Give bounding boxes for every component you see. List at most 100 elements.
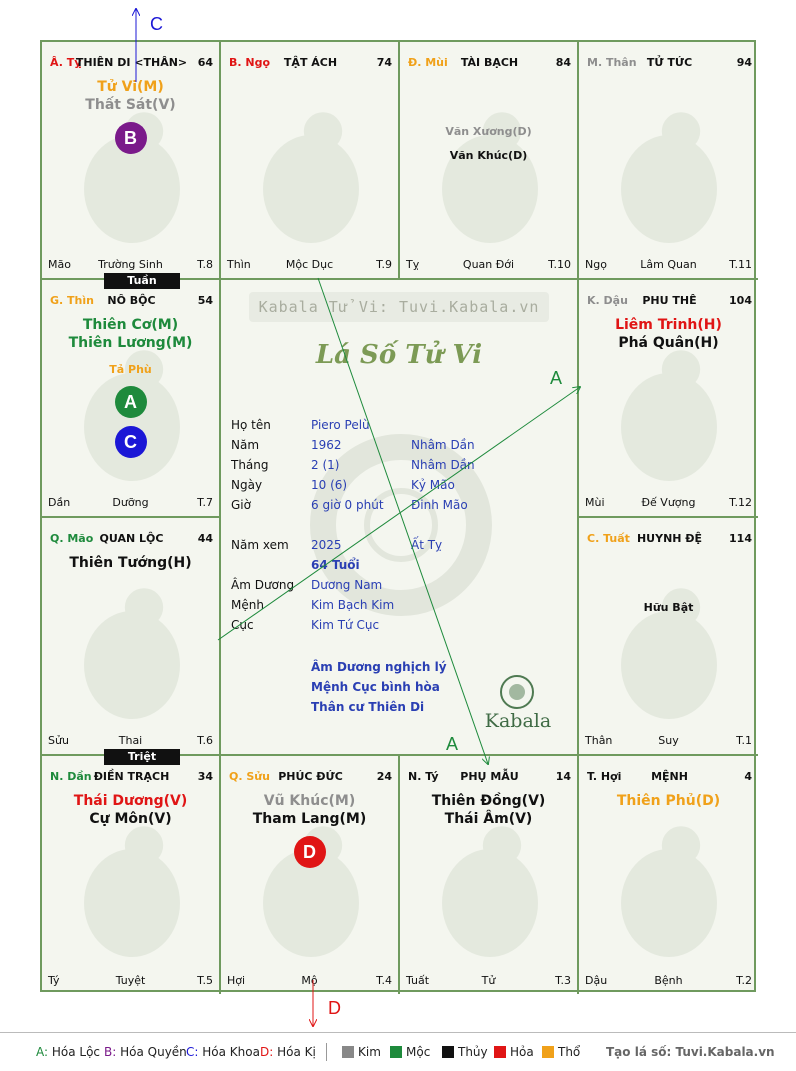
star-label: Phá Quân(H) xyxy=(618,335,719,351)
info-value: 1962 xyxy=(311,438,342,452)
palace-footer-stage: Tử xyxy=(481,974,496,987)
palace-name: HUYNH ĐỆ xyxy=(636,532,703,545)
kim-swatch-icon xyxy=(342,1046,354,1058)
rabbit-icon xyxy=(84,588,180,719)
watermark-text: Kabala Tử Vi: Tuvi.Kabala.vn xyxy=(258,298,540,316)
palace-footer-branch: Mùi xyxy=(585,496,605,509)
palace-number: 14 xyxy=(555,770,571,783)
palace-number: 44 xyxy=(197,532,213,545)
palace-footer-month: T.2 xyxy=(736,974,752,987)
palace-header: C. Tuất HUYNH ĐỆ 114 xyxy=(587,532,752,548)
info-label: Giờ xyxy=(231,498,251,512)
info-label: Tháng xyxy=(231,458,269,472)
chart-note: Âm Dương nghịch lý xyxy=(311,660,447,674)
palace-branch: K. Dậu xyxy=(587,294,628,307)
palace-branch: Â. Tỵ xyxy=(50,56,82,69)
tho-swatch-icon xyxy=(542,1046,554,1058)
palace-branch: C. Tuất xyxy=(587,532,630,545)
palace-footer-branch: Dần xyxy=(48,496,71,509)
tiger-icon xyxy=(84,826,180,957)
info-value: Kim Tứ Cục xyxy=(311,618,380,632)
pig-icon xyxy=(621,826,717,957)
star-label: Thiên Lương(M) xyxy=(68,335,193,351)
arrow-d-label: D xyxy=(328,998,341,1018)
palace-footer-month: T.10 xyxy=(548,258,571,271)
star-label: Thái Âm(V) xyxy=(444,811,533,827)
star-label: Thiên Phủ(D) xyxy=(616,793,721,809)
legend-hoa-quyen: B: Hóa Quyền xyxy=(104,1045,187,1059)
star-label: Văn Khúc(D) xyxy=(449,149,528,162)
palace-stars: Văn Xương(D)Văn Khúc(D) xyxy=(400,124,577,172)
star-label: Tham Lang(M) xyxy=(252,811,367,827)
palace-branch: M. Thân xyxy=(587,56,637,69)
palace-footer-month: T.7 xyxy=(197,496,213,509)
star-label: Thất Sát(V) xyxy=(85,97,176,113)
palace-footer-month: T.5 xyxy=(197,974,213,987)
legend-divider xyxy=(326,1043,327,1061)
hoa-badge-a: A xyxy=(114,386,147,418)
site-link[interactable]: Tạo lá số: Tuvi.Kabala.vn xyxy=(606,1045,775,1059)
info-label: Năm xyxy=(231,438,260,452)
info-value: 2 (1) xyxy=(311,458,340,472)
monkey-icon xyxy=(621,112,717,243)
palace-number: 64 xyxy=(197,56,213,69)
rooster-icon xyxy=(621,350,717,481)
info-canchi: Đinh Mão xyxy=(411,498,468,512)
palace-branch: T. Hợi xyxy=(587,770,622,783)
info-label: Cục xyxy=(231,618,254,632)
info-value: Dương Nam xyxy=(311,578,383,592)
palace-footer-month: T.9 xyxy=(376,258,392,271)
palace-footer-month: T.12 xyxy=(729,496,752,509)
star-label: Liêm Trinh(H) xyxy=(615,317,722,333)
palace-number: 94 xyxy=(736,56,752,69)
palace-footer-stage: Trường Sinh xyxy=(98,258,163,271)
moc-swatch-icon xyxy=(390,1046,402,1058)
palace-footer-branch: Dậu xyxy=(585,974,608,987)
star-label: Hữu Bật xyxy=(643,601,694,614)
palace-branch: N. Dần xyxy=(50,770,92,783)
palace-stars: Thái Dương(V)Cự Môn(V) xyxy=(42,792,219,828)
info-canchi: Nhâm Dần xyxy=(411,458,475,472)
center-info-panel: Kabala Tử Vi: Tuvi.Kabala.vn Lá Số Tử Vi… xyxy=(221,280,579,756)
palace-name: TẬT ÁCH xyxy=(283,56,338,69)
info-canchi: Kỷ Mão xyxy=(411,478,455,492)
palace-number: 34 xyxy=(197,770,213,783)
palace-stars: Vũ Khúc(M)Tham Lang(M)D xyxy=(221,792,398,868)
palace-number: 54 xyxy=(197,294,213,307)
palace-footer-branch: Mão xyxy=(48,258,71,271)
info-value: Piero Pelù xyxy=(311,418,370,432)
star-label: Thiên Đồng(V) xyxy=(431,793,546,809)
palace-footer-month: T.11 xyxy=(729,258,752,271)
palace-number: 114 xyxy=(729,532,752,545)
palace-name: PHU THÊ xyxy=(642,294,697,307)
info-value: Kim Bạch Kim xyxy=(311,598,395,612)
palace-name: PHỤ MẪU xyxy=(460,770,519,783)
legend-kim: Kim xyxy=(342,1045,381,1059)
info-canchi: Ất Tỵ xyxy=(411,538,443,552)
palace-footer-stage: Mộc Dục xyxy=(285,258,334,271)
